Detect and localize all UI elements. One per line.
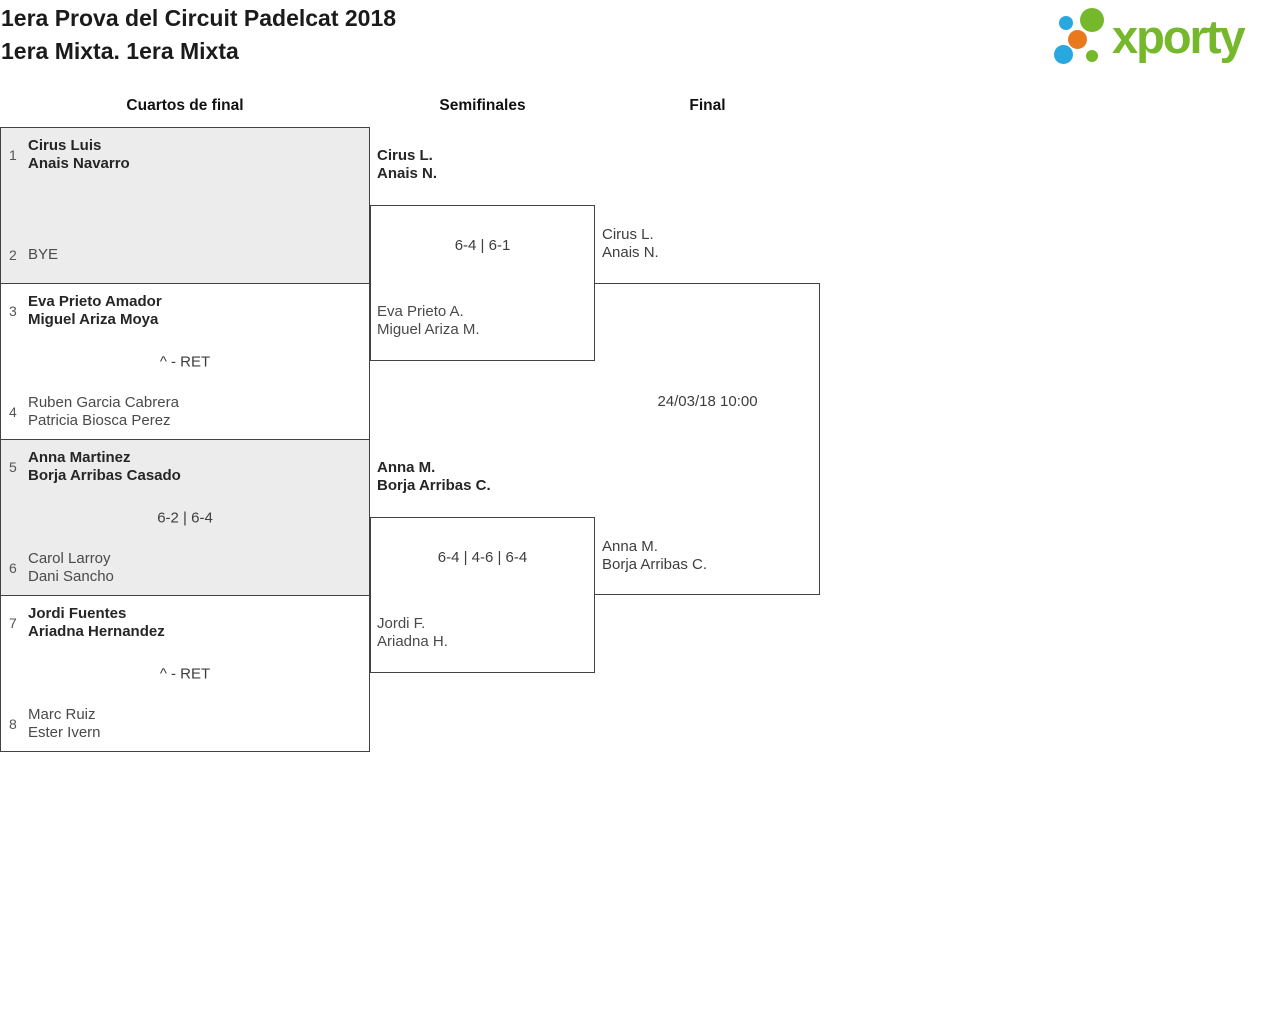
team-players: Cirus Luis Anais Navarro <box>28 137 130 173</box>
player-name: Jordi Fuentes <box>28 605 127 622</box>
player-name: Eva Prieto A. <box>377 303 464 320</box>
team-row: 4 Ruben Garcia Cabrera Patricia Biosca P… <box>9 394 361 430</box>
advancing-team: Anna M. Borja Arribas C. <box>602 538 707 574</box>
match-quarterfinal-2: 3 Eva Prieto Amador Miguel Ariza Moya ^ … <box>0 283 370 440</box>
match-score: ^ - RET <box>159 353 211 370</box>
tournament-title: 1era Prova del Circuit Padelcat 2018 <box>1 5 397 31</box>
player-name: Anna M. <box>602 538 658 555</box>
player-name: Eva Prieto Amador <box>28 293 162 310</box>
player-name: Marc Ruiz <box>28 706 96 723</box>
player-name: Jordi F. <box>377 615 426 632</box>
seed-number: 7 <box>9 615 17 631</box>
player-name: Borja Arribas C. <box>377 477 491 494</box>
logo-dot-icon <box>1080 8 1104 32</box>
team-row: 8 Marc Ruiz Ester Ivern <box>9 706 361 742</box>
player-name: Cirus Luis <box>28 137 102 154</box>
match-semifinal-2 <box>370 517 595 673</box>
player-name: Cirus L. <box>602 226 654 243</box>
logo-dot-icon <box>1054 45 1073 64</box>
player-name: Anna Martinez <box>28 449 131 466</box>
logo-dot-icon <box>1086 50 1098 62</box>
team-players: Carol Larroy Dani Sancho <box>28 550 114 586</box>
player-name: Miguel Ariza Moya <box>28 311 159 328</box>
player-name: Carol Larroy <box>28 550 111 567</box>
match-quarterfinal-1: 1 Cirus Luis Anais Navarro 2 BYE <box>0 127 370 284</box>
team-players: Jordi Fuentes Ariadna Hernandez <box>28 605 165 641</box>
team-row: 5 Anna Martinez Borja Arribas Casado <box>9 449 361 485</box>
column-header-quarterfinals: Cuartos de final <box>126 97 244 114</box>
player-name: Borja Arribas C. <box>602 556 708 573</box>
team-row: 3 Eva Prieto Amador Miguel Ariza Moya <box>9 293 361 329</box>
column-header-final: Final <box>689 97 726 114</box>
seed-number: 8 <box>9 716 17 732</box>
seed-number: 4 <box>9 404 17 420</box>
team-row: 7 Jordi Fuentes Ariadna Hernandez <box>9 605 361 641</box>
seed-number: 3 <box>9 303 17 319</box>
match-final <box>595 283 820 595</box>
seed-number: 5 <box>9 459 17 475</box>
team-players: BYE <box>28 246 58 264</box>
player-name: Ester Ivern <box>28 724 101 741</box>
page-title: 1era Prova del Circuit Padelcat 2018 1er… <box>1 2 396 68</box>
player-name: Ariadna Hernandez <box>28 623 165 640</box>
xporty-wordmark: xporty <box>1112 10 1246 63</box>
final-schedule: 24/03/18 10:00 <box>657 393 758 410</box>
seed-number: 6 <box>9 560 17 576</box>
player-name: Ariadna H. <box>377 633 448 650</box>
player-name: Patricia Biosca Perez <box>28 412 171 429</box>
team-players: Ruben Garcia Cabrera Patricia Biosca Per… <box>28 394 179 430</box>
player-name: Anna M. <box>377 459 436 476</box>
team-players: Anna Martinez Borja Arribas Casado <box>28 449 181 485</box>
seed-number: 2 <box>9 247 17 263</box>
team-row: 6 Carol Larroy Dani Sancho <box>9 550 361 586</box>
team-players: Marc Ruiz Ester Ivern <box>28 706 101 742</box>
logo-dot-icon <box>1068 30 1087 49</box>
player-name: Anais N. <box>602 244 659 261</box>
team-players: Anna M. Borja Arribas C. <box>377 459 491 495</box>
team-row: 1 Cirus Luis Anais Navarro <box>9 137 361 173</box>
player-name: Miguel Ariza M. <box>377 321 480 338</box>
match-semifinal-1 <box>370 205 595 361</box>
player-name: Anais Navarro <box>28 155 130 172</box>
player-name: Anais N. <box>377 165 438 182</box>
team-players: Eva Prieto A. Miguel Ariza M. <box>377 303 480 339</box>
team-row: 2 BYE <box>9 246 361 264</box>
player-name: BYE <box>28 246 59 263</box>
player-name: Dani Sancho <box>28 568 114 585</box>
player-name: Cirus L. <box>377 147 433 164</box>
match-score: 6-4 | 6-1 <box>454 237 511 254</box>
advancing-team: Cirus L. Anais N. <box>602 226 659 262</box>
match-score: 6-2 | 6-4 <box>157 509 213 526</box>
category-subtitle: 1era Mixta. 1era Mixta <box>1 38 239 64</box>
seed-number: 1 <box>9 147 17 163</box>
match-score: ^ - RET <box>159 665 211 682</box>
column-header-semifinals: Semifinales <box>439 97 526 114</box>
logo-dot-icon <box>1059 16 1073 30</box>
match-quarterfinal-3: 5 Anna Martinez Borja Arribas Casado 6-2… <box>0 439 370 596</box>
team-players: Eva Prieto Amador Miguel Ariza Moya <box>28 293 162 329</box>
xporty-logo[interactable]: xporty <box>1050 4 1278 76</box>
match-quarterfinal-4: 7 Jordi Fuentes Ariadna Hernandez ^ - RE… <box>0 595 370 752</box>
team-players: Jordi F. Ariadna H. <box>377 615 448 651</box>
player-name: Borja Arribas Casado <box>28 467 181 484</box>
match-score: 6-4 | 4-6 | 6-4 <box>437 549 528 566</box>
team-players: Cirus L. Anais N. <box>377 147 437 183</box>
player-name: Ruben Garcia Cabrera <box>28 394 179 411</box>
